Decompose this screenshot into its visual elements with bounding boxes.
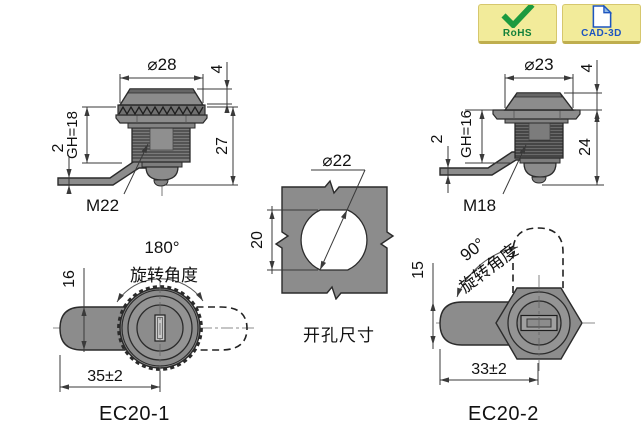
dim-cam-thickness: 2 xyxy=(50,143,67,152)
checkmark-icon xyxy=(500,5,535,28)
rohs-label: RoHS xyxy=(502,28,533,39)
side-view-left: ⌀28 4 27 GH=18 2 M22 xyxy=(50,55,238,215)
cutout-caption: 开孔尺寸 xyxy=(303,326,375,345)
dim-total-height: 24 xyxy=(577,138,594,156)
thread-label: M22 xyxy=(86,196,119,215)
dim-total-height: 27 xyxy=(214,137,231,155)
thread-label: M18 xyxy=(463,196,496,215)
dim-head-height: 4 xyxy=(209,64,226,73)
dim-cutout-height: 20 xyxy=(249,231,266,249)
rotation-angle: 180° xyxy=(144,238,179,257)
front-view-ec20-2: 90° 旋转角度 15 33±2 xyxy=(410,227,596,385)
dim-cam-width: 16 xyxy=(61,270,78,288)
rohs-badge[interactable]: RoHS xyxy=(478,4,557,44)
panel-cutout-view: ⌀22 20 xyxy=(249,151,395,300)
model-label-ec20-2: EC20-2 xyxy=(468,403,539,425)
model-label-ec20-1: EC20-1 xyxy=(99,403,170,425)
dim-head-height: 4 xyxy=(579,63,596,72)
front-view-ec20-1: 180° 旋转角度 16 35±2 xyxy=(53,238,257,392)
dim-grip-height: GH=16 xyxy=(458,110,475,158)
document-icon xyxy=(592,5,612,28)
dim-cam-length: 33±2 xyxy=(471,361,507,378)
dim-cam-length: 35±2 xyxy=(87,368,123,385)
dim-grip-height: GH=18 xyxy=(64,111,81,159)
cad3d-label: CAD-3D xyxy=(581,28,622,39)
dim-diameter: ⌀23 xyxy=(524,55,553,74)
dim-cam-thickness: 2 xyxy=(429,134,446,143)
cad3d-badge[interactable]: CAD-3D xyxy=(562,4,641,44)
dim-cam-width: 15 xyxy=(410,261,427,279)
side-view-right: ⌀23 4 24 GH=16 2 M18 xyxy=(429,55,604,215)
dim-diameter: ⌀28 xyxy=(147,55,176,74)
rotation-angle-label: 旋转角度 xyxy=(130,266,198,285)
dim-cutout-diameter: ⌀22 xyxy=(322,151,351,170)
